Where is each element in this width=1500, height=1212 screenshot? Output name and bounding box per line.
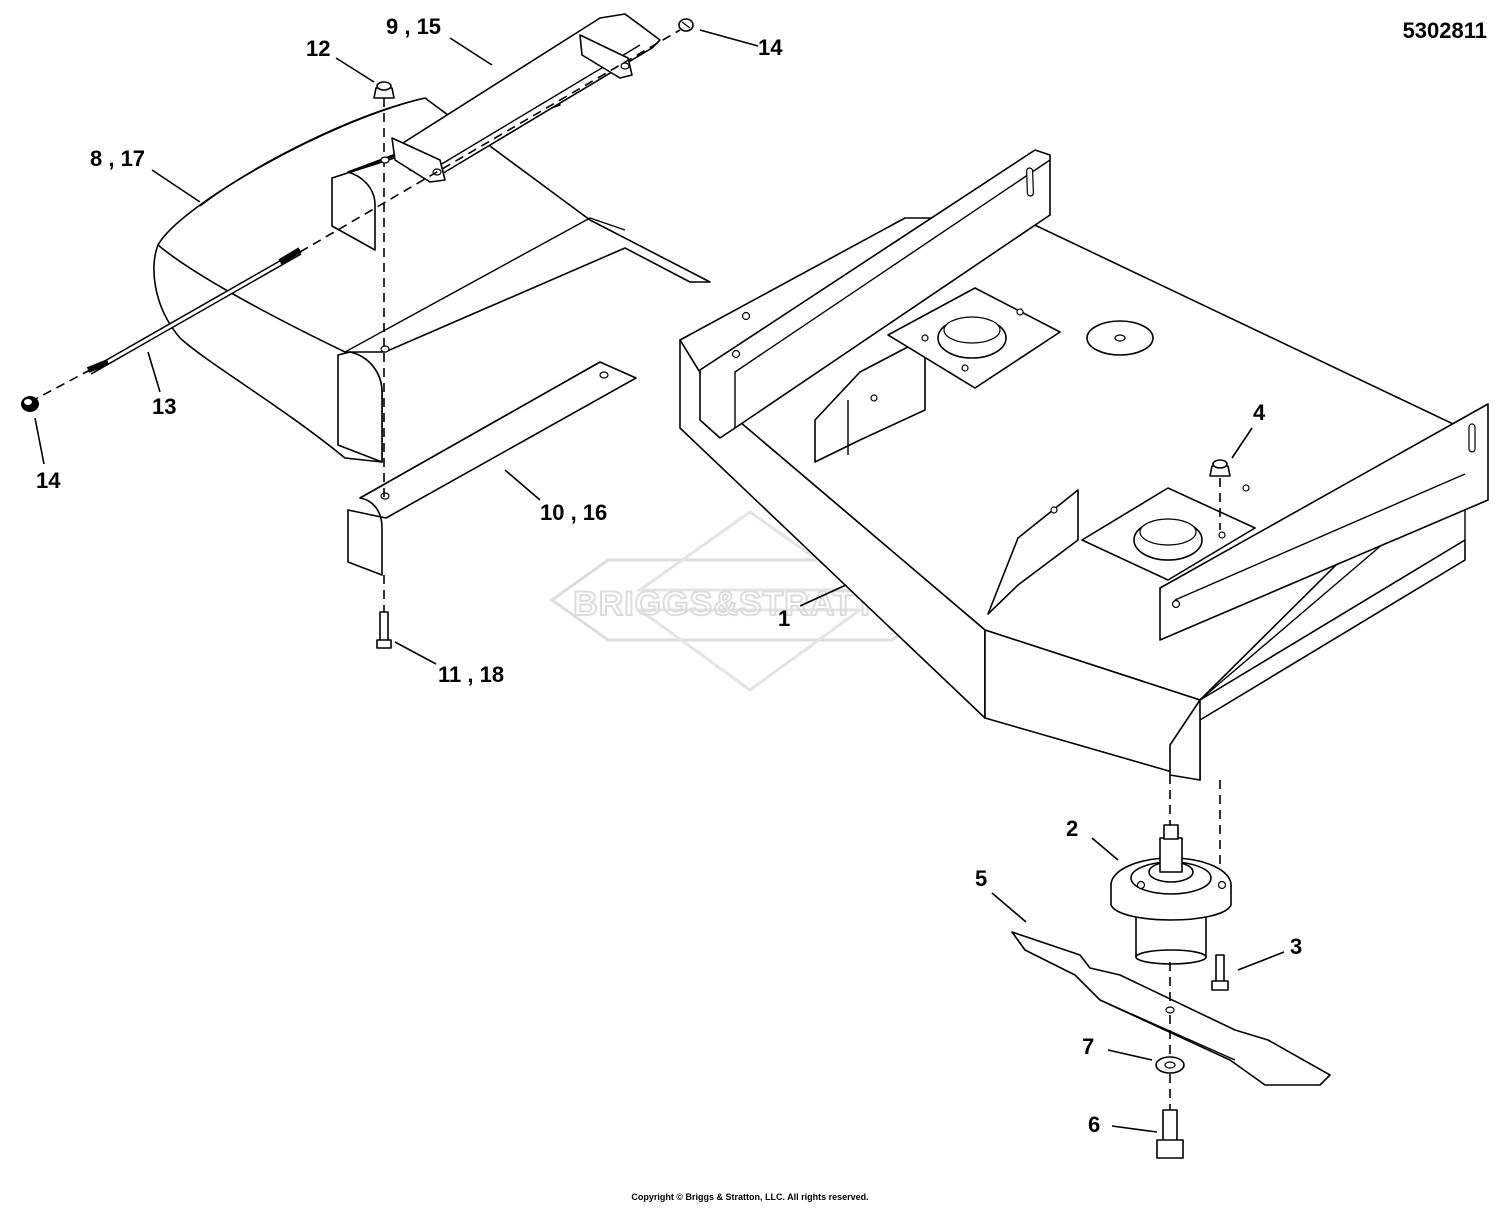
callout-14-top: 14 <box>758 35 783 60</box>
callout-12: 12 <box>306 36 330 61</box>
callout-5: 5 <box>975 866 987 891</box>
nut-12 <box>373 81 395 99</box>
bottom-strap <box>347 361 637 576</box>
threaded-rod <box>29 29 681 403</box>
mower-deck-housing <box>679 149 1489 781</box>
nut-4 <box>1209 459 1231 477</box>
callout-11-18: 11 , 18 <box>438 662 504 687</box>
bolt-11 <box>376 611 392 649</box>
callout-2: 2 <box>1066 816 1078 841</box>
bolt-3 <box>1211 954 1229 991</box>
callout-6: 6 <box>1088 1112 1100 1137</box>
callout-3: 3 <box>1290 934 1302 959</box>
callout-10-16: 10 , 16 <box>540 500 607 525</box>
bolt-6 <box>1156 1109 1184 1159</box>
callout-14-left: 14 <box>36 468 61 493</box>
callout-9-15: 9 , 15 <box>386 14 441 39</box>
nut-14-top <box>678 18 694 32</box>
leader-lines <box>34 29 1285 1133</box>
callout-7: 7 <box>1082 1034 1094 1059</box>
callout-13: 13 <box>152 394 176 419</box>
deflector-chute <box>153 97 711 463</box>
spindle-assembly <box>1110 824 1232 965</box>
washer-7 <box>1155 1056 1185 1074</box>
cutting-blade <box>1011 931 1331 1086</box>
diagram-number: 5302811 <box>1403 18 1487 43</box>
callout-8-17: 8 , 17 <box>90 146 145 171</box>
rod-bracket <box>391 13 661 183</box>
nut-14-left <box>21 396 39 412</box>
callout-4: 4 <box>1253 400 1266 425</box>
copyright-notice: Copyright © Briggs & Stratton, LLC. All … <box>631 1192 868 1202</box>
callout-1: 1 <box>778 606 790 631</box>
